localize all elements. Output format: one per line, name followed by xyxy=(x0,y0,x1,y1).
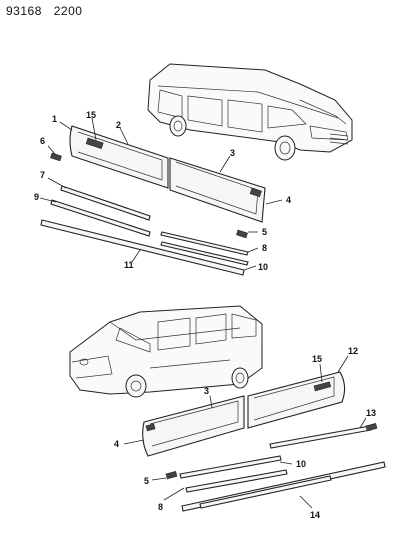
upper-leader-lines xyxy=(39,117,283,271)
part-code: 93168 xyxy=(6,4,42,18)
callout-upper-7: 7 xyxy=(40,170,45,180)
callout-upper-6: 6 xyxy=(40,136,45,146)
upper-rear-door-molding xyxy=(169,157,266,223)
callout-lower-13: 13 xyxy=(366,408,376,418)
callout-upper-9: 9 xyxy=(34,192,39,202)
callout-lower-5: 5 xyxy=(144,476,149,486)
callout-upper-11: 11 xyxy=(124,260,134,270)
diagram-header: 93168 2200 xyxy=(6,4,90,18)
callout-lower-14: 14 xyxy=(310,510,320,520)
callout-upper-8: 8 xyxy=(262,243,267,253)
callout-upper-15: 15 xyxy=(86,110,96,120)
callout-upper-5: 5 xyxy=(262,227,267,237)
lower-front-door-molding xyxy=(142,395,245,457)
upper-front-door-molding xyxy=(69,125,169,189)
upper-molding-strips xyxy=(40,152,249,276)
lower-rear-door-molding xyxy=(247,371,346,429)
page-code: 2200 xyxy=(53,4,83,18)
lower-leader-lines xyxy=(123,355,367,509)
upper-van-illustration xyxy=(147,63,353,161)
lower-molding-strips xyxy=(165,423,386,512)
lower-van-illustration xyxy=(69,305,263,398)
callout-lower-15: 15 xyxy=(312,354,322,364)
callout-lower-10: 10 xyxy=(296,459,306,469)
callout-lower-12: 12 xyxy=(348,346,358,356)
callout-lower-8: 8 xyxy=(158,502,163,512)
callout-upper-3: 3 xyxy=(230,148,235,158)
callout-upper-4: 4 xyxy=(286,195,291,205)
callout-upper-1: 1 xyxy=(52,114,57,124)
callout-upper-10: 10 xyxy=(258,262,268,272)
callout-upper-2: 2 xyxy=(116,120,121,130)
callout-lower-3: 3 xyxy=(204,386,209,396)
callout-lower-4: 4 xyxy=(114,439,119,449)
